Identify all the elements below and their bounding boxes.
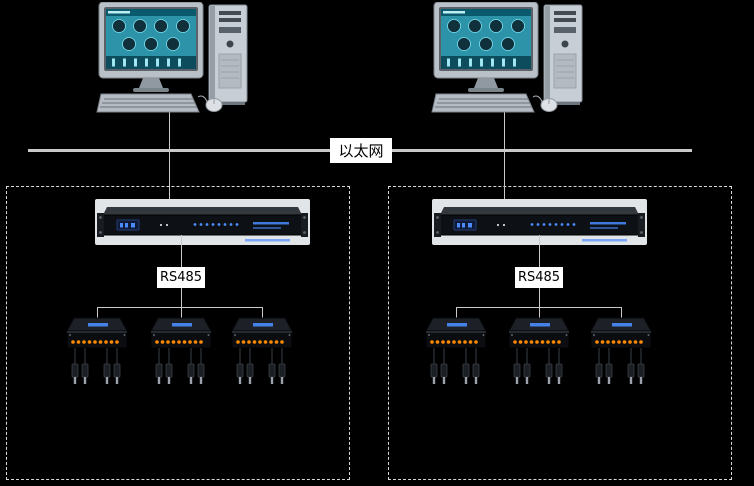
dimmer-2-3-icon [590,317,652,385]
group-2-boundary [388,186,732,480]
dimmer-1-3-icon [231,317,293,385]
bus-line-2 [456,307,621,308]
workstation-1-icon [96,2,248,113]
dimmer-2-1-icon [425,317,487,385]
dimmer-1-1-icon [66,317,128,385]
drop-2-1 [456,307,457,318]
drop-1-2 [181,307,182,318]
bus-line-1 [97,307,262,308]
link-ethernet-controller1 [169,152,170,200]
drop-2-3 [621,307,622,318]
dimmer-1-2-icon [150,317,212,385]
link-workstation1-ethernet [169,112,170,149]
rs485-label-2: RS485 [515,267,563,288]
drop-1-1 [97,307,98,318]
ethernet-label: 以太网 [330,138,392,163]
link-ethernet-controller2 [504,152,505,200]
controller-1-icon [95,198,310,246]
dimmer-2-2-icon [508,317,570,385]
drop-2-2 [539,307,540,318]
group-1-boundary [6,186,350,480]
rs485-label-1: RS485 [157,267,205,288]
link-workstation2-ethernet [504,112,505,149]
workstation-2-icon [431,2,583,113]
drop-1-3 [262,307,263,318]
